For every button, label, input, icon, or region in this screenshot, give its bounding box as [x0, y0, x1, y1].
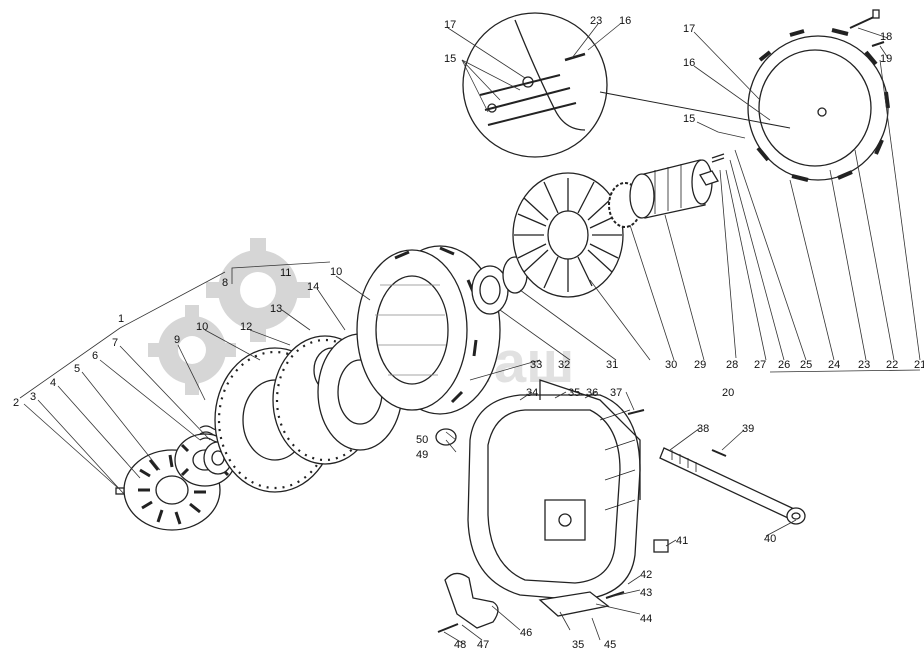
callout-44: 44 [640, 613, 652, 625]
clutch-housing-part-34 [467, 379, 641, 601]
callout-labels: 1 2 3 4 5 6 7 8 9 10 10 11 12 13 14 15 1… [13, 15, 924, 651]
callout-10-front: 10 [196, 321, 208, 333]
callout-22: 22 [886, 359, 898, 371]
callout-24: 24 [828, 359, 840, 371]
callout-1: 1 [118, 313, 124, 325]
callout-33: 33 [530, 359, 542, 371]
callout-37: 37 [610, 387, 622, 399]
callout-47: 47 [477, 639, 489, 651]
pin-part-27 [711, 153, 725, 163]
seal-part-40 [786, 507, 806, 525]
callout-35-top: 35 [568, 387, 580, 399]
callout-6: 6 [92, 350, 98, 362]
callout-3: 3 [30, 391, 36, 403]
callout-13: 13 [270, 303, 282, 315]
callout-26: 26 [778, 359, 790, 371]
callout-42: 42 [640, 569, 652, 581]
callout-15-main: 15 [683, 113, 695, 125]
callout-41: 41 [676, 535, 688, 547]
callout-5: 5 [74, 363, 80, 375]
callout-11: 11 [280, 267, 291, 279]
bushing-part-41 [653, 539, 669, 553]
callout-17-main: 17 [683, 23, 695, 35]
plate-part-35 [538, 591, 610, 617]
callout-46: 46 [520, 627, 532, 639]
callout-10-rear: 10 [330, 266, 342, 278]
callout-23-main: 23 [858, 359, 870, 371]
detail-leader-line [599, 91, 791, 129]
callout-39: 39 [742, 423, 754, 435]
callout-48: 48 [454, 639, 466, 651]
callout-12: 12 [240, 321, 252, 333]
bolt-part-19 [871, 41, 885, 47]
callout-27: 27 [754, 359, 766, 371]
plug-part-50 [435, 428, 457, 446]
callout-17-detail: 17 [444, 19, 456, 31]
callout-34: 34 [526, 387, 538, 399]
callout-4: 4 [50, 377, 56, 389]
callout-9: 9 [174, 334, 180, 346]
callout-16-main: 16 [683, 57, 695, 69]
callout-36: 36 [586, 387, 598, 399]
callout-28: 28 [726, 359, 738, 371]
shaft-part-38 [659, 447, 793, 519]
callout-50: 50 [416, 434, 428, 446]
callout-30: 30 [665, 359, 677, 371]
callout-29: 29 [694, 359, 706, 371]
watermark-gear-icon [148, 238, 310, 395]
callout-23-detail: 23 [590, 15, 602, 27]
callout-31: 31 [606, 359, 618, 371]
callout-18: 18 [880, 31, 892, 43]
detail-magnifier-circle [462, 12, 608, 158]
callout-15-detail: 15 [444, 53, 456, 65]
bolt-part-37 [627, 409, 645, 415]
callout-43: 43 [640, 587, 652, 599]
callout-38: 38 [697, 423, 709, 435]
callout-8: 8 [222, 277, 228, 289]
callout-7: 7 [112, 337, 118, 349]
callout-14: 14 [307, 281, 319, 293]
flywheel-part-33 [356, 245, 501, 415]
callout-21: 21 [914, 359, 924, 371]
leader-lines [19, 23, 921, 645]
pin-part-2 [115, 487, 125, 495]
callout-19: 19 [880, 53, 892, 65]
bolt-part-43 [605, 591, 625, 599]
callout-2: 2 [13, 397, 19, 409]
bolt-part-18 [849, 9, 880, 29]
fork-part-26 [699, 170, 719, 186]
release-sleeve-part-28 [629, 159, 713, 219]
clutch-cover-part-24 [747, 28, 890, 182]
diaphragm-spring-part-30 [512, 172, 624, 298]
callout-25: 25 [800, 359, 812, 371]
callout-35-bottom: 35 [572, 639, 584, 651]
key-part-39 [711, 449, 727, 457]
callout-40: 40 [764, 533, 776, 545]
bracket-part-46 [444, 572, 499, 629]
callout-32: 32 [558, 359, 570, 371]
bolt-part-48 [437, 623, 459, 633]
callout-49: 49 [416, 449, 428, 461]
callout-20: 20 [722, 387, 734, 399]
callout-45: 45 [604, 639, 616, 651]
callout-16-detail: 16 [619, 15, 631, 27]
